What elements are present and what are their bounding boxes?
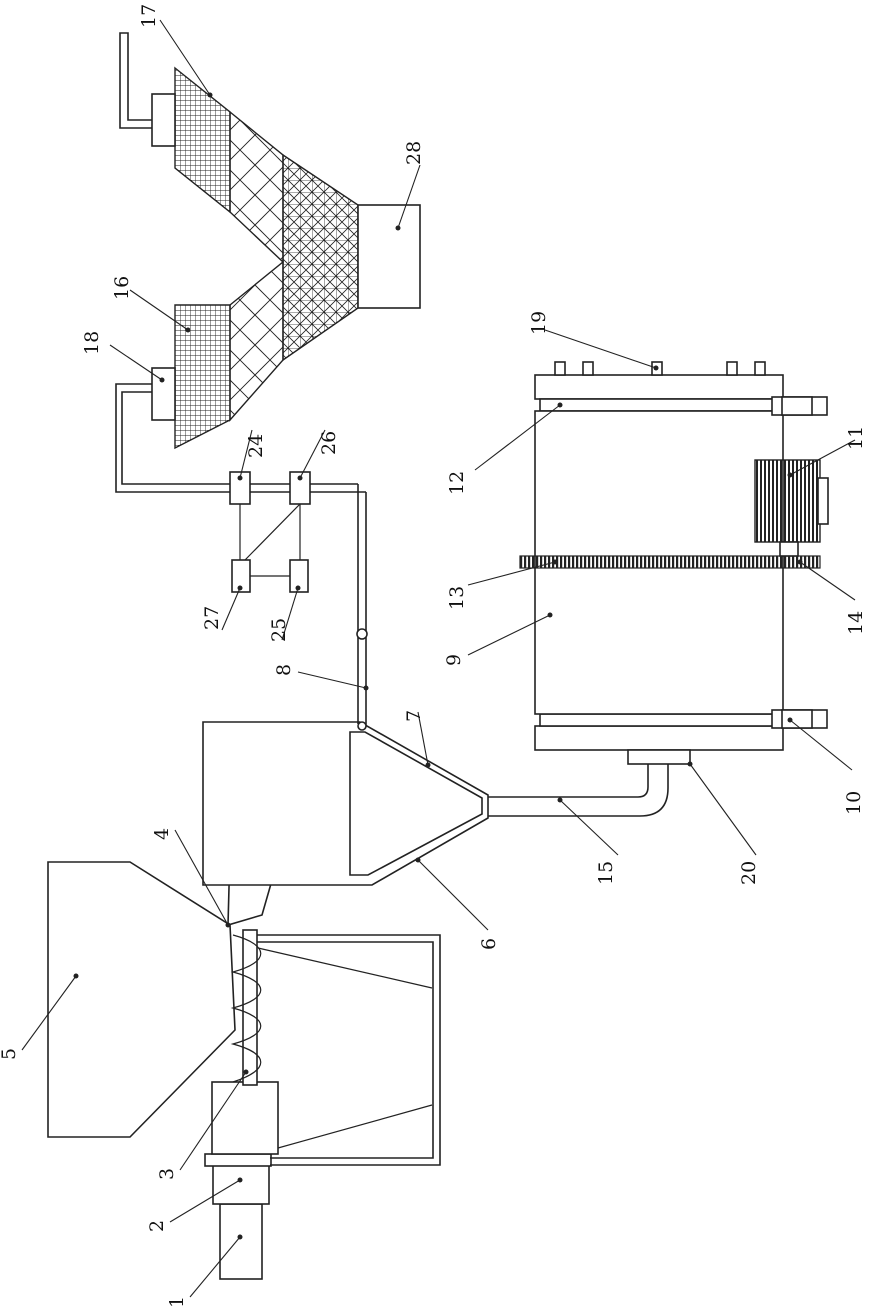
label-5: 5	[0, 1048, 20, 1060]
label-19: 19	[528, 311, 550, 335]
label-4: 4	[151, 828, 173, 840]
label-26: 26	[318, 431, 340, 455]
label-14: 14	[845, 611, 867, 635]
label-15: 15	[595, 861, 617, 885]
label-18: 18	[81, 331, 103, 355]
label-6: 6	[478, 938, 500, 950]
label-13: 13	[446, 586, 468, 610]
label-12: 12	[446, 471, 468, 495]
label-27: 27	[201, 606, 223, 630]
label-24: 24	[245, 434, 267, 458]
label-3: 3	[156, 1168, 178, 1180]
discharge-pipe	[488, 764, 668, 816]
label-20: 20	[738, 861, 760, 885]
label-11: 11	[845, 426, 867, 450]
label-17: 17	[138, 4, 160, 28]
label-16: 16	[111, 276, 133, 300]
separator-housing	[203, 722, 488, 885]
valve-group	[230, 472, 310, 592]
label-2: 2	[146, 1220, 168, 1232]
label-25: 25	[268, 618, 290, 642]
label-10: 10	[843, 791, 865, 815]
label-8: 8	[273, 664, 295, 676]
label-28: 28	[403, 141, 425, 165]
rotary-drum	[520, 362, 828, 764]
feed-hopper	[48, 862, 235, 1137]
label-1: 1	[166, 1296, 188, 1308]
dust-filter	[120, 33, 420, 448]
label-7: 7	[403, 710, 425, 722]
label-9: 9	[443, 654, 465, 666]
